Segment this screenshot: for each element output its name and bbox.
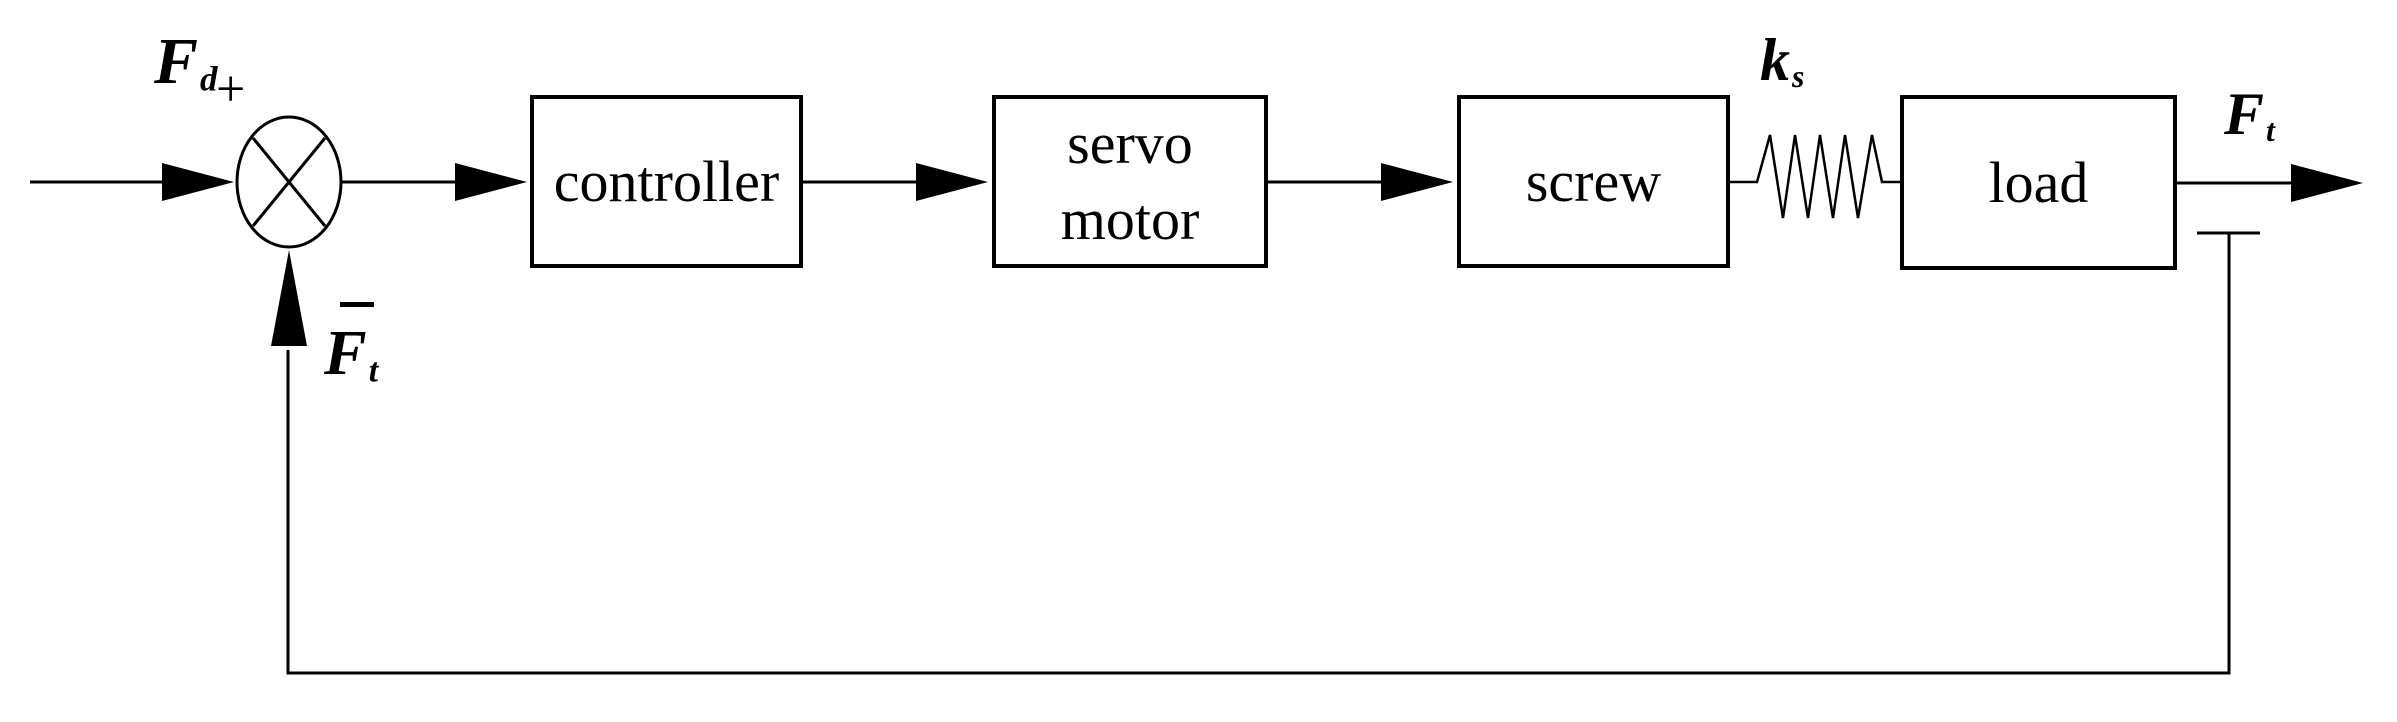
controller-label: controller xyxy=(553,148,780,214)
spring-constant-subscript: s xyxy=(1792,58,1805,94)
feedback-signal-subscript: t xyxy=(368,352,379,390)
input-arrowhead xyxy=(162,163,234,201)
output-arrowhead xyxy=(2291,164,2363,202)
spring-constant-base: k xyxy=(1760,27,1790,93)
output-signal-subscript: t xyxy=(2266,112,2275,148)
feedback-signal-label: Ft xyxy=(324,316,378,390)
feedback-signal-base: F xyxy=(324,317,367,388)
input-signal-base: F xyxy=(154,25,199,98)
screw-label: screw xyxy=(1525,148,1662,214)
spring-constant-label: ks xyxy=(1760,26,1804,95)
controller-to-servo-arrowhead xyxy=(916,163,988,201)
servo-to-screw-arrowhead xyxy=(1381,163,1453,201)
feedback-arrowhead xyxy=(271,250,307,346)
input-signal-label: Fd xyxy=(154,24,218,100)
output-signal-base: F xyxy=(2224,81,2265,147)
servo-motor-block: servo motor xyxy=(992,95,1268,268)
feedback-path xyxy=(286,233,2231,675)
load-block: load xyxy=(1900,95,2177,270)
summing-junction-cross-line2 xyxy=(251,137,327,227)
output-signal-label: Ft xyxy=(2224,80,2275,149)
servo-motor-label-line1: servo xyxy=(1067,111,1193,177)
spring-symbol xyxy=(1730,134,1900,219)
plus-sign: + xyxy=(216,61,246,118)
screw-block: screw xyxy=(1457,95,1730,268)
input-signal-subscript: d xyxy=(200,59,218,99)
servo-motor-label-line2: motor xyxy=(1060,186,1200,252)
feedback-signal-overbar xyxy=(340,302,374,307)
sum-to-controller-arrowhead xyxy=(455,163,527,201)
controller-block: controller xyxy=(530,95,803,268)
load-label: load xyxy=(1988,149,2089,215)
